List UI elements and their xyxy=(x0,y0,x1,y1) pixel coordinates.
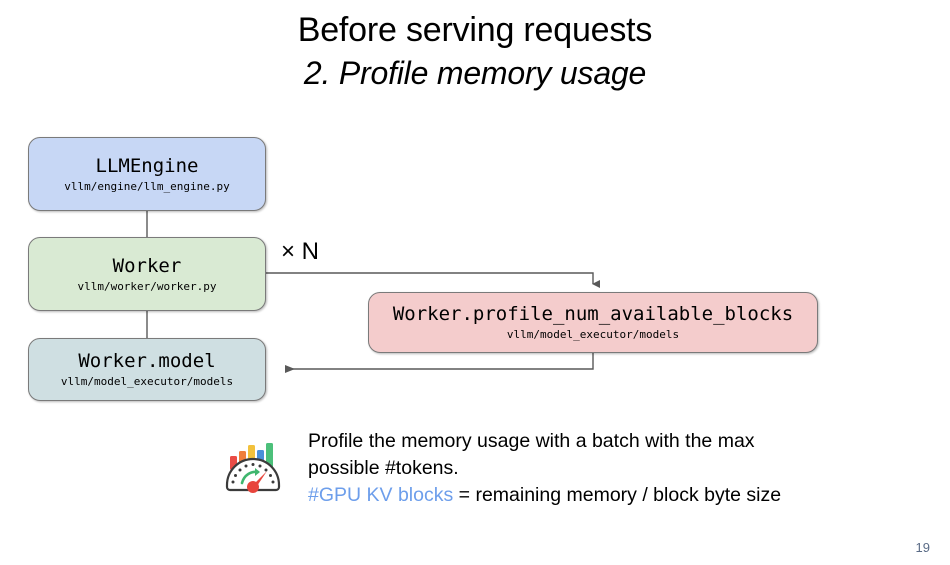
node-worker-model-title: Worker.model xyxy=(78,350,216,372)
title-line-2: 2. Profile memory usage xyxy=(303,55,647,91)
node-llmengine-title: LLMEngine xyxy=(95,154,199,177)
title-line-1: Before serving requests xyxy=(297,11,653,49)
speedometer-bar-chart-icon xyxy=(225,443,281,493)
node-worker-model[interactable]: Worker.model vllm/model_executor/models xyxy=(28,338,266,401)
page-number: 19 xyxy=(915,540,930,555)
node-profile-num-available-blocks[interactable]: Worker.profile_num_available_blocks vllm… xyxy=(368,292,818,353)
node-worker-subtitle: vllm/worker/worker.py xyxy=(77,279,217,293)
node-profile-title: Worker.profile_num_available_blocks xyxy=(392,303,794,325)
node-worker-model-subtitle: vllm/model_executor/models xyxy=(60,375,234,388)
node-profile-subtitle: vllm/model_executor/models xyxy=(506,328,680,341)
multiplier-label: × N xyxy=(281,238,320,265)
caption-line-3-rest: = remaining memory / block byte size xyxy=(453,484,782,506)
node-llmengine-subtitle: vllm/engine/llm_engine.py xyxy=(64,179,230,193)
caption-line-2: possible #tokens. xyxy=(308,457,459,479)
caption-block: Profile the memory usage with a batch wi… xyxy=(308,428,908,509)
node-worker[interactable]: Worker vllm/worker/worker.py xyxy=(28,237,266,311)
gpu-kv-blocks-term: #GPU KV blocks xyxy=(308,484,454,506)
slide-title: Before serving requests 2. Profile memor… xyxy=(0,8,950,94)
caption-line-1: Profile the memory usage with a batch wi… xyxy=(308,430,755,452)
node-llmengine[interactable]: LLMEngine vllm/engine/llm_engine.py xyxy=(28,137,266,211)
node-worker-title: Worker xyxy=(112,254,182,277)
caption-line-3: #GPU KV blocks = remaining memory / bloc… xyxy=(308,482,908,509)
